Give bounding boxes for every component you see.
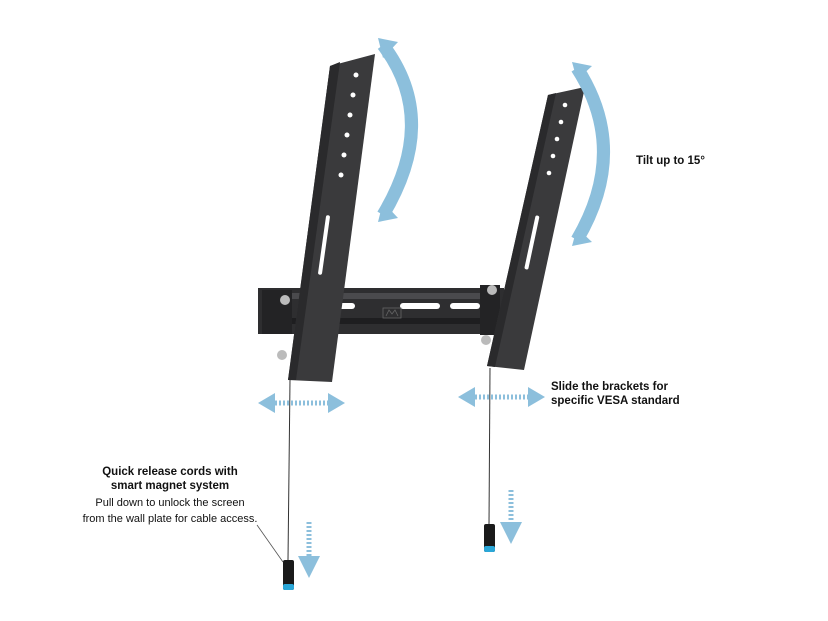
tilt-label: Tilt up to 15° [636,155,705,167]
tilt-arrow-left [377,38,418,222]
release-cord-handle-left[interactable] [283,560,294,590]
slide-label-line2: specific VESA standard [551,395,680,407]
wall-plate [258,285,504,335]
cords-label: Quick release cords with smart magnet sy… [60,465,280,526]
cords-title-line1: Quick release cords with [102,466,238,478]
left-bracket [277,54,375,382]
slide-label: Slide the brackets for specific VESA sta… [551,380,680,408]
slide-label-line1: Slide the brackets for [551,381,668,393]
cords-desc-line1: Pull down to unlock the screen [95,497,245,509]
cords-desc-line2: from the wall plate for cable access. [82,513,258,525]
pull-down-arrow-left [298,522,320,578]
callout-line [256,524,284,563]
slide-arrow-left [258,393,345,413]
slide-arrow-right [458,387,545,407]
release-cord-handle-right[interactable] [484,524,495,552]
pull-down-arrow-right [500,490,522,544]
right-bracket [481,87,585,370]
tilt-arrow-right [571,62,610,246]
cords-title-line2: smart magnet system [110,480,230,492]
brand-logo [382,307,402,319]
